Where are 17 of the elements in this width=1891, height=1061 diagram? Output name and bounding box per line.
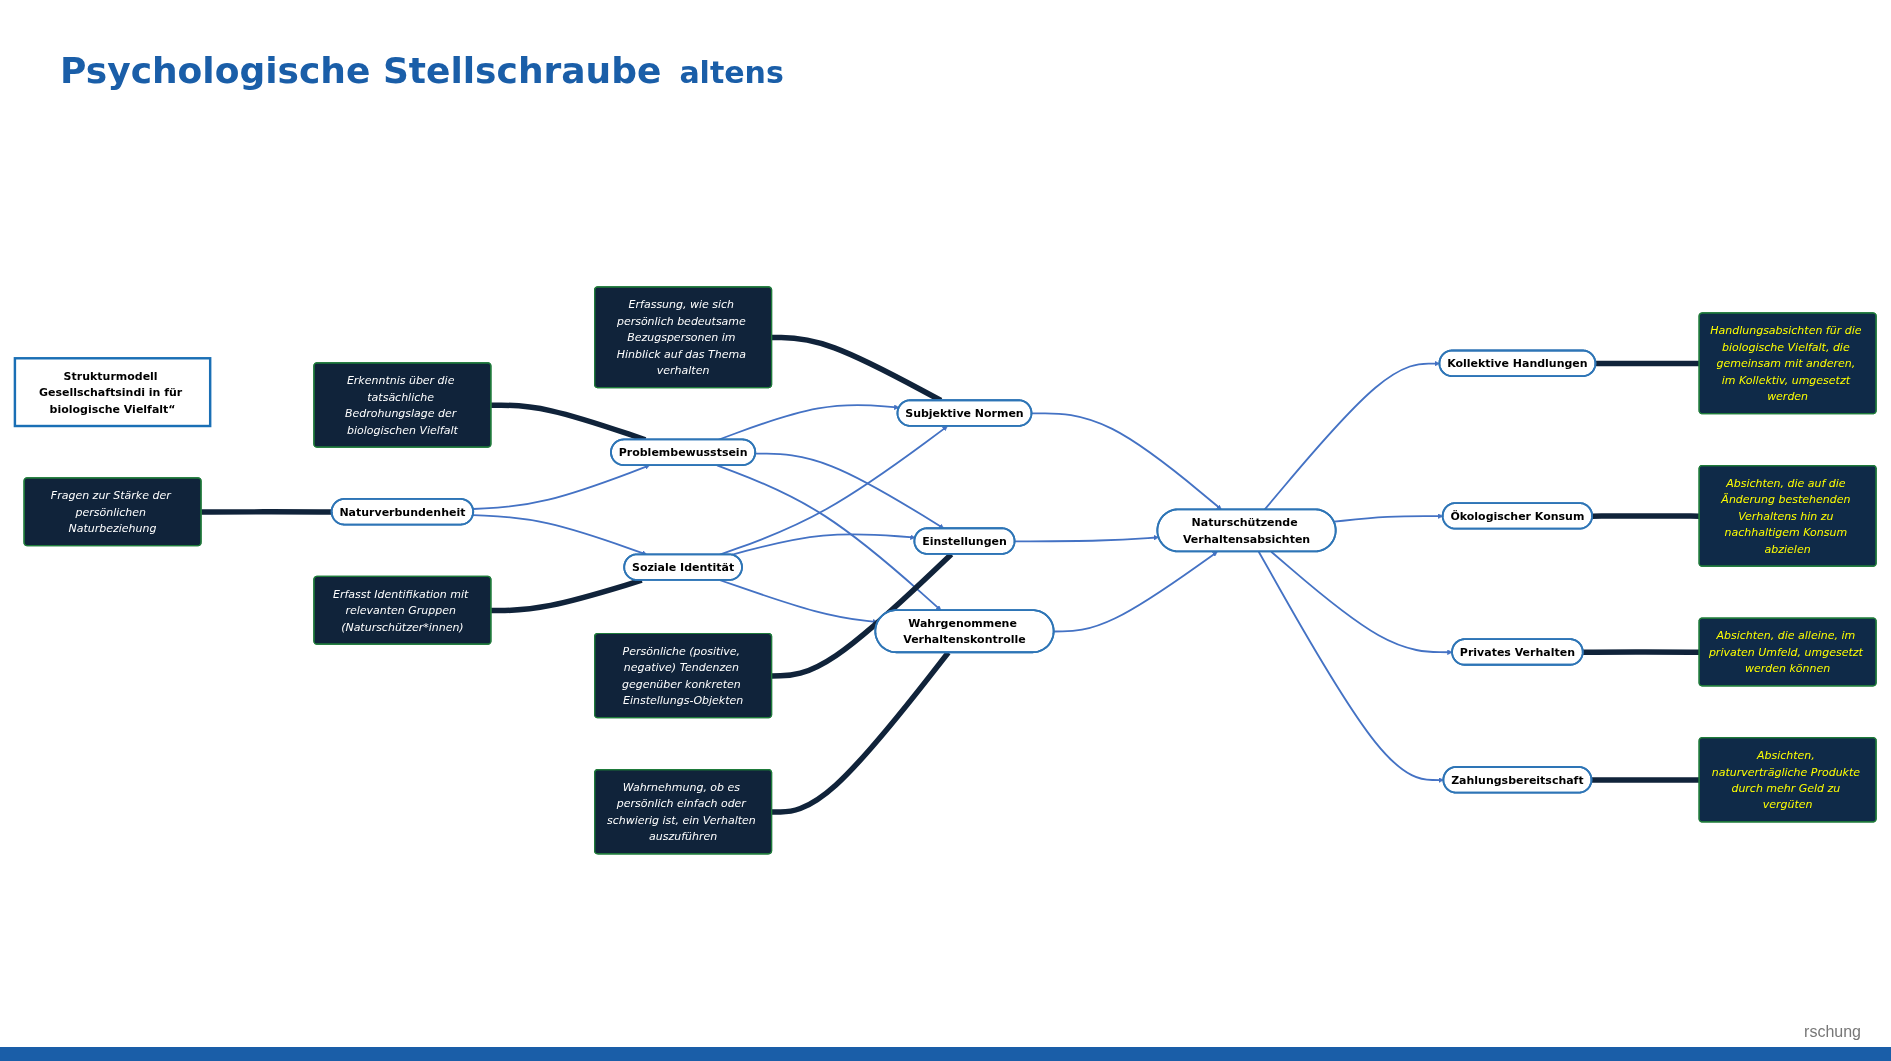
title-fragment: altens xyxy=(679,55,784,90)
connector xyxy=(1595,360,1700,367)
arrow xyxy=(1333,513,1444,523)
arrow xyxy=(1257,550,1444,783)
arrow xyxy=(1053,551,1218,633)
connector xyxy=(1583,648,1700,655)
connector xyxy=(1591,776,1700,783)
connector xyxy=(491,577,643,613)
footer-text: rschung xyxy=(1804,1023,1861,1041)
arrow xyxy=(472,464,650,510)
title: Psychologische Stellschraube xyxy=(60,50,662,91)
connector xyxy=(1592,512,1700,519)
node-box: Strukturmodell Gesellschaftsindi in für biologische Vielfalt“ xyxy=(13,356,212,427)
arrow xyxy=(1270,550,1453,655)
arrow xyxy=(716,464,942,611)
connector xyxy=(201,508,332,515)
connector xyxy=(771,650,951,815)
